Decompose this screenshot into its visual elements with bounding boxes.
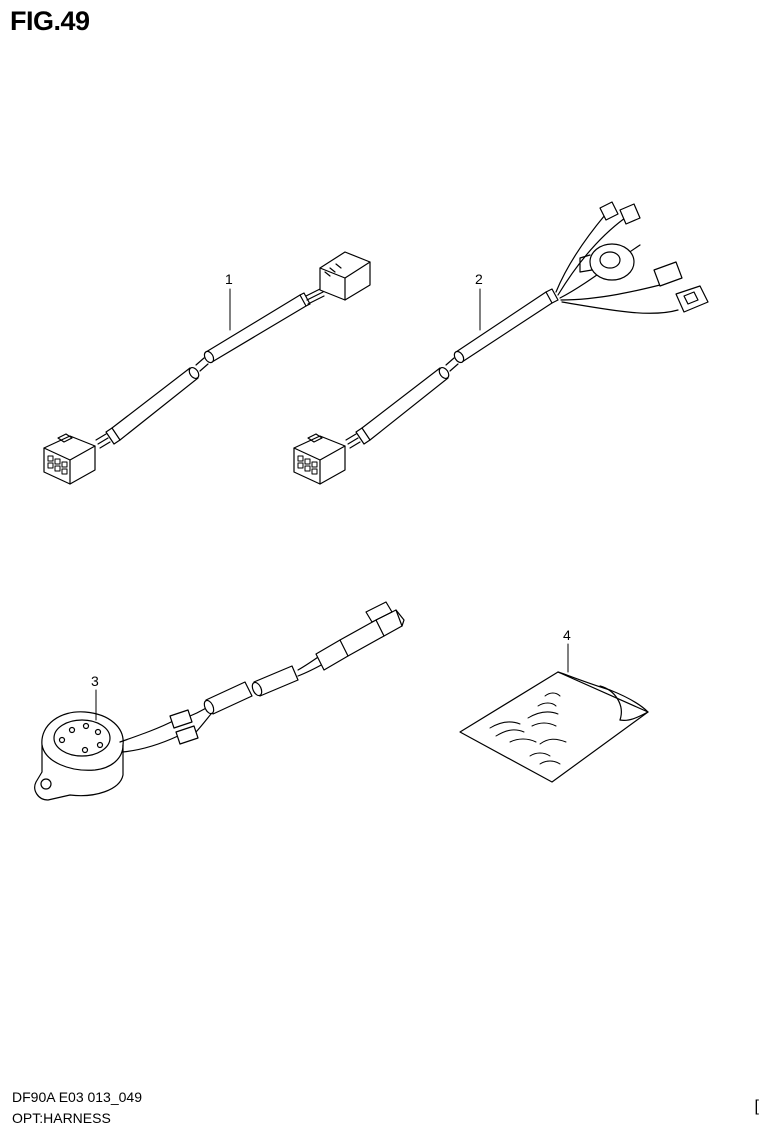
callout-1: 1 xyxy=(225,271,233,287)
part-1-harness xyxy=(43,251,371,485)
callout-4: 4 xyxy=(563,627,571,643)
diagram-code: DF90A E03 013_049 xyxy=(12,1089,142,1105)
part-2-harness xyxy=(293,201,709,485)
callout-3: 3 xyxy=(91,673,99,689)
diagram-description: OPT:HARNESS xyxy=(12,1110,111,1126)
corner-mark: [ xyxy=(754,1098,759,1115)
figure-title: FIG.49 xyxy=(10,6,90,36)
part-3-sensor xyxy=(34,601,405,801)
part-4-kit-bag xyxy=(459,643,649,783)
callout-2: 2 xyxy=(475,271,483,287)
